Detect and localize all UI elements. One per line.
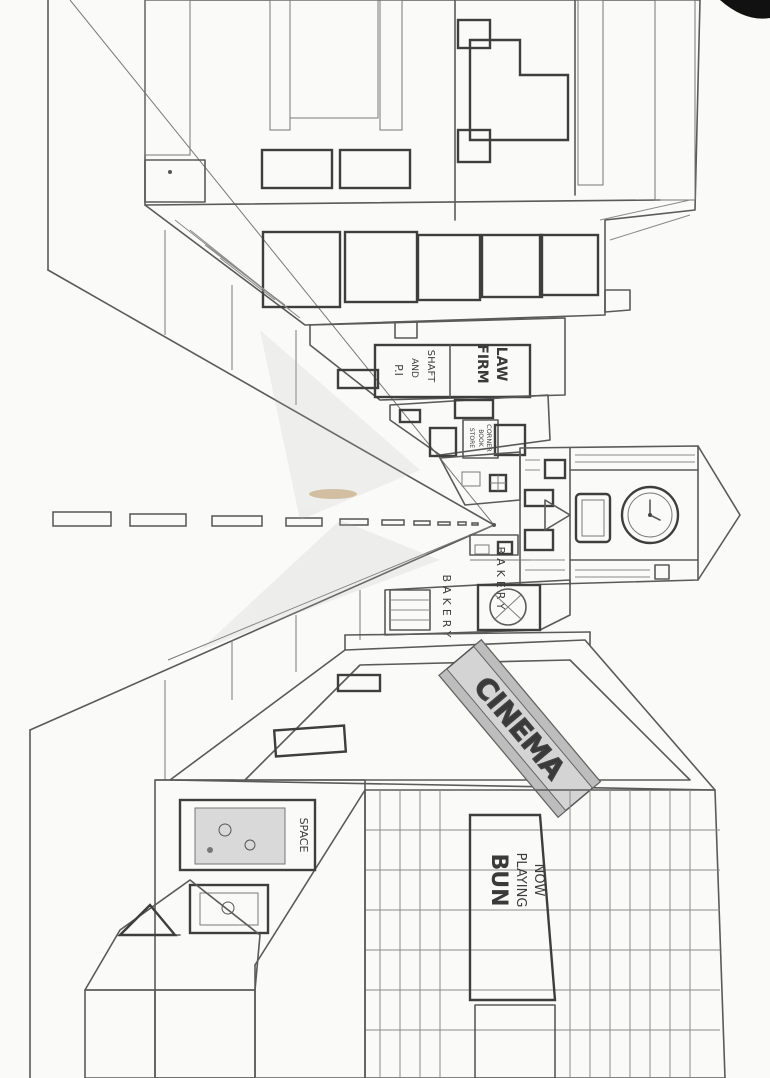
cross-window xyxy=(468,38,570,142)
bakery-upper-sign: BAKERY xyxy=(494,547,507,614)
corner-store-line2: BOOK xyxy=(477,429,484,447)
dark-corner xyxy=(720,0,770,19)
bakery-building: BAKERY BAKERY xyxy=(384,534,571,642)
bakery-lower-sign: BAKERY xyxy=(440,575,453,642)
law-firm-building: LAW FIRM SHAFT AND P.I xyxy=(309,317,566,401)
now-playing-line2: PLAYING xyxy=(513,853,528,908)
clock-face xyxy=(620,485,680,545)
brick-pattern xyxy=(365,790,720,1078)
window xyxy=(338,148,412,190)
window xyxy=(398,408,422,424)
door xyxy=(428,426,458,458)
fan-icon xyxy=(489,588,527,626)
window xyxy=(493,423,527,457)
bottom-brick-building: NOW PLAYING BUN xyxy=(364,789,726,1078)
window xyxy=(453,398,495,420)
clock-tower-building xyxy=(519,445,741,586)
road-left-edge xyxy=(47,269,495,526)
cinema-marquee: CINEMA xyxy=(438,638,602,819)
road xyxy=(29,0,496,1078)
storefront-windows xyxy=(261,230,600,309)
now-playing-title: BUN xyxy=(486,853,511,906)
vent-window xyxy=(476,583,542,632)
paper-stain xyxy=(309,489,357,499)
law-firm-sign-line1: LAW xyxy=(493,347,509,382)
road-right-edge xyxy=(29,524,495,731)
space-poster xyxy=(178,798,317,872)
shaft-sign-line2: AND xyxy=(409,358,419,378)
corner-store-line1: CORNER xyxy=(485,424,493,452)
window xyxy=(336,368,380,390)
now-playing-poster xyxy=(468,813,557,1002)
bottom-left-building: SPACE xyxy=(84,779,366,1078)
corner-book-store: CORNER BOOK STORE xyxy=(389,394,551,459)
shaft-sign-line1: SHAFT xyxy=(425,350,436,383)
law-firm-sign-line2: FIRM xyxy=(474,344,490,383)
space-poster-title: SPACE xyxy=(297,818,310,853)
window xyxy=(456,18,492,50)
top-building xyxy=(144,0,701,326)
road-shading xyxy=(200,330,440,650)
window xyxy=(336,673,382,693)
cinema-building: CINEMA xyxy=(169,631,716,819)
now-playing-line1: NOW xyxy=(531,864,546,897)
arched-window xyxy=(574,492,612,544)
corner-store-line3: STORE xyxy=(468,428,475,448)
cinema-door xyxy=(474,1004,556,1078)
window xyxy=(260,148,334,190)
window xyxy=(272,724,348,758)
center-dashes xyxy=(52,511,479,527)
corner-store-sign xyxy=(462,419,499,459)
shaft-sign-line3: P.I xyxy=(392,364,405,376)
window xyxy=(456,128,492,164)
vanishing-point xyxy=(492,523,496,527)
small-poster xyxy=(188,883,270,935)
